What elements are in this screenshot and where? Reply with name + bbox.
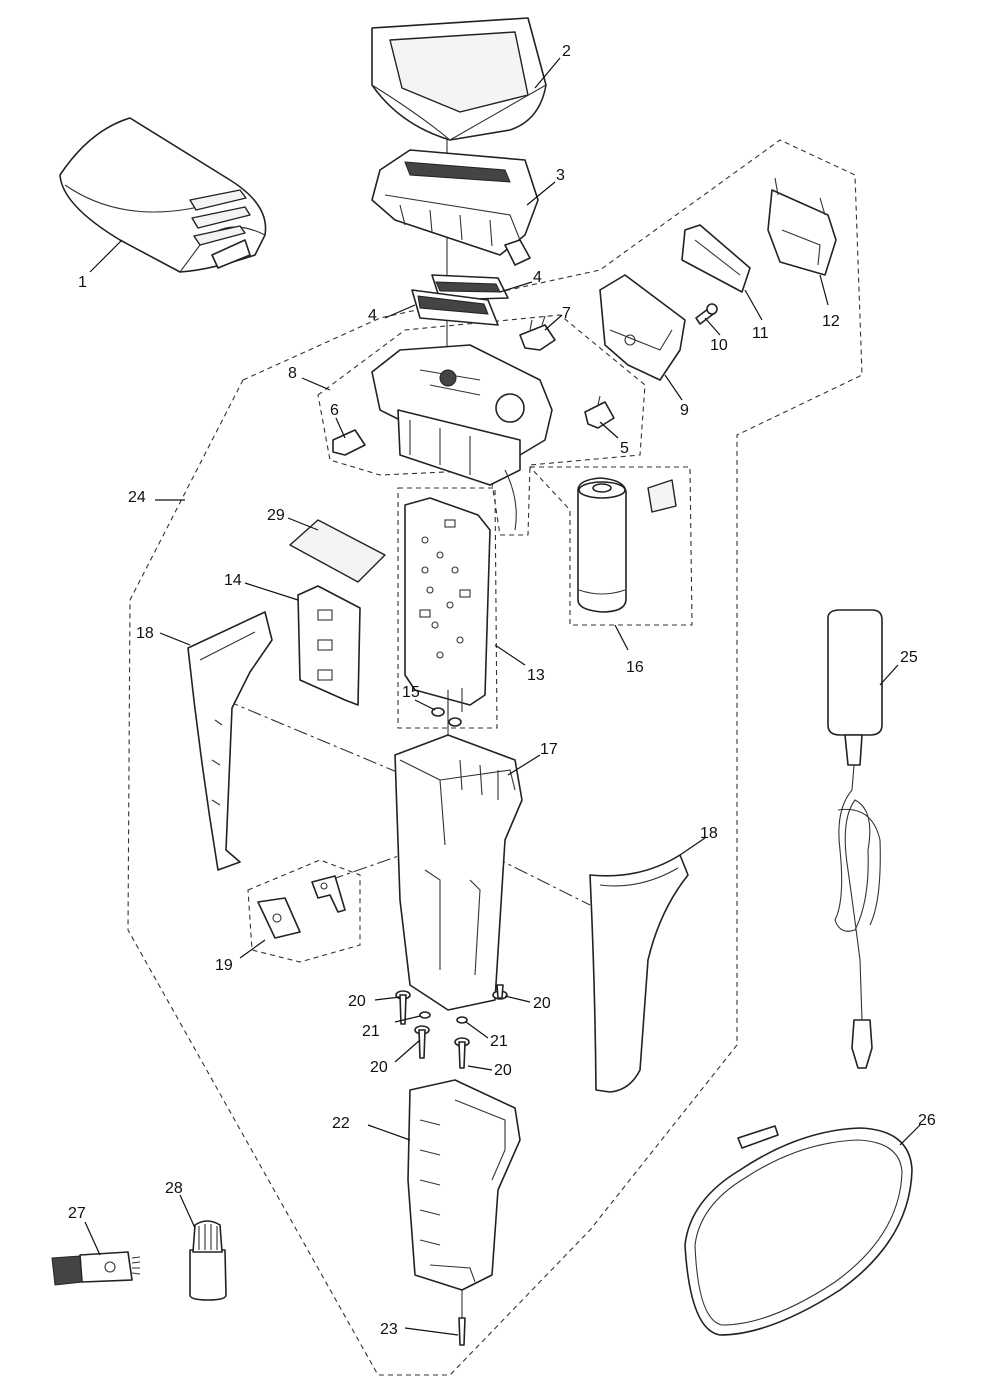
callout-20b: 20	[533, 995, 551, 1012]
callout-12: 12	[822, 313, 840, 330]
part-clip-7	[519, 315, 556, 351]
callout-25: 25	[900, 649, 918, 666]
group-24-boundary	[127, 139, 863, 1376]
chain-line-right	[469, 844, 591, 906]
part-clip-6	[332, 429, 366, 456]
part-protective-cap	[59, 117, 267, 273]
part-insulation-sheet	[289, 519, 386, 583]
part-side-grip-left	[187, 611, 273, 871]
callout-23: 23	[380, 1321, 398, 1338]
group-8-boundary	[317, 314, 646, 536]
part-pcb-cover	[297, 585, 361, 706]
callout-20c: 20	[370, 1059, 388, 1076]
callout-labels: 1 2 3 4 4 5 6 7 8 9 10 11 12 13 14 15 16…	[68, 43, 936, 1338]
callout-18a: 18	[136, 625, 154, 642]
group-13-boundary	[397, 487, 498, 729]
callout-11: 11	[752, 325, 769, 342]
group-19-boundary	[247, 859, 361, 963]
callout-14: 14	[224, 572, 242, 589]
circuit-components	[419, 519, 471, 659]
callout-5: 5	[620, 440, 629, 457]
group-16-boundary	[528, 466, 693, 626]
callout-28: 28	[165, 1180, 183, 1197]
part-main-body-case	[394, 734, 523, 1011]
callout-4a: 4	[533, 269, 542, 286]
callout-21b: 21	[490, 1033, 508, 1050]
callout-7: 7	[562, 305, 571, 322]
part-trimmer-blade	[681, 224, 751, 293]
part-head-housing	[371, 344, 553, 531]
part-battery	[577, 477, 627, 613]
callout-1: 1	[78, 274, 87, 291]
part-trimmer-cover	[767, 177, 837, 276]
callout-27: 27	[68, 1205, 86, 1222]
callout-3: 3	[556, 167, 565, 184]
part-battery-insulator	[647, 479, 677, 513]
callout-17: 17	[540, 741, 558, 758]
part-switch-button	[257, 897, 301, 939]
part-outer-frame	[371, 17, 547, 141]
callout-15: 15	[402, 684, 420, 701]
part-clip-5	[584, 395, 615, 429]
leader-lines	[84, 57, 921, 1336]
callout-2: 2	[562, 43, 571, 60]
callout-26: 26	[918, 1112, 936, 1129]
part-pouch	[684, 1125, 913, 1336]
part-oil-bottle	[189, 1220, 227, 1301]
part-screw-23	[458, 1290, 466, 1346]
callout-19: 19	[215, 957, 233, 974]
part-washers	[431, 707, 462, 727]
callout-21a: 21	[362, 1023, 380, 1040]
part-bottom-case	[407, 1079, 521, 1291]
callout-22: 22	[332, 1115, 350, 1132]
callout-18b: 18	[700, 825, 718, 842]
part-switch-spring	[311, 875, 346, 913]
callout-16: 16	[626, 659, 644, 676]
callout-10: 10	[710, 337, 728, 354]
part-ac-adaptor	[827, 609, 883, 1069]
callout-8: 8	[288, 365, 297, 382]
part-cleaning-brush	[51, 1251, 141, 1286]
callout-29: 29	[267, 507, 285, 524]
callout-4b: 4	[368, 307, 377, 324]
part-circuit-board	[404, 497, 491, 715]
callout-20d: 20	[494, 1062, 512, 1079]
part-trimmer-holder	[599, 274, 686, 381]
callout-6: 6	[330, 402, 339, 419]
part-screw-20-right-lower	[454, 1037, 470, 1069]
callout-24: 24	[128, 489, 146, 506]
part-screw-10	[695, 303, 718, 325]
part-side-grip-right	[589, 854, 689, 1093]
part-washer-21-left	[419, 1011, 431, 1019]
callout-20a: 20	[348, 993, 366, 1010]
callout-9: 9	[680, 402, 689, 419]
callout-13: 13	[527, 667, 545, 684]
part-washer-21-right	[456, 1016, 468, 1024]
part-screw-20-left-lower	[414, 1025, 430, 1059]
part-screw-20-right-upper	[492, 984, 508, 1000]
part-inner-blade-front	[411, 289, 499, 326]
part-outer-foil	[371, 149, 539, 266]
